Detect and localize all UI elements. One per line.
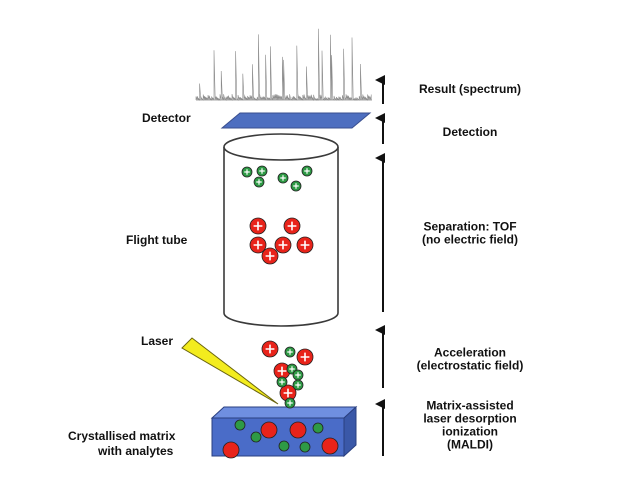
stage-label-line: laser desorption (423, 412, 516, 426)
stage-label-line: Matrix-assisted (426, 399, 513, 413)
flight-tube-label: Flight tube (126, 233, 188, 247)
large-ion (249, 236, 267, 254)
small-ion (292, 379, 304, 391)
small-ion (292, 369, 304, 381)
large-ion (249, 217, 267, 235)
plus-sign-icon (278, 240, 288, 250)
large-ion (261, 340, 279, 358)
matrix-label-line2: with analytes (97, 444, 174, 458)
matrix-analyte-small (278, 440, 290, 452)
plus-sign-icon (277, 366, 287, 376)
plus-sign-icon (293, 183, 299, 189)
plus-sign-icon (280, 175, 286, 181)
matrix-analyte-small (312, 422, 324, 434)
plus-sign-icon (283, 388, 293, 398)
laser-label: Laser (141, 334, 173, 348)
matrix-analyte-small (234, 419, 246, 431)
small-ion (301, 165, 313, 177)
plus-sign-icon (304, 168, 310, 174)
stage-label-line: Detection (443, 125, 498, 139)
stage-label-line: (no electric field) (422, 233, 518, 247)
small-ion (290, 180, 302, 192)
stage-label-line: (electrostatic field) (417, 359, 524, 373)
matrix-label-line1: Crystallised matrix (68, 429, 176, 443)
small-ion (241, 166, 253, 178)
small-ion (284, 397, 296, 409)
plus-sign-icon (253, 240, 263, 250)
detector-plate (220, 112, 372, 129)
small-ion (256, 165, 268, 177)
large-ion (296, 236, 314, 254)
matrix-analyte-large (222, 441, 240, 459)
laser-beam (181, 337, 279, 405)
large-ion (261, 247, 279, 265)
plus-sign-icon (300, 352, 310, 362)
ions-layer (222, 165, 339, 459)
matrix-analyte-small (250, 431, 262, 443)
stage-label-line: (MALDI) (447, 438, 493, 452)
plus-sign-icon (244, 169, 250, 175)
stage-label-line: Result (spectrum) (419, 82, 521, 96)
matrix-analyte-small (299, 441, 311, 453)
plus-sign-icon (295, 382, 301, 388)
stage-label-line: ionization (442, 425, 498, 439)
plus-sign-icon (259, 168, 265, 174)
small-ion (277, 172, 289, 184)
matrix-analyte-large (321, 437, 339, 455)
spectrum-trace (195, 28, 372, 102)
matrix-block (210, 405, 358, 458)
plus-sign-icon (289, 366, 295, 372)
plus-sign-icon (300, 240, 310, 250)
stage-label-line: Acceleration (434, 346, 506, 360)
flight-tube (223, 133, 339, 327)
large-ion (274, 236, 292, 254)
plus-sign-icon (256, 179, 262, 185)
stage-label-line: Separation: TOF (423, 220, 516, 234)
small-ion (276, 376, 288, 388)
detector-label: Detector (142, 111, 191, 125)
plus-sign-icon (253, 221, 263, 231)
plus-sign-icon (295, 372, 301, 378)
plus-sign-icon (287, 349, 293, 355)
matrix-analyte-large (260, 421, 278, 439)
mass-spectrum-plot (195, 28, 372, 102)
plus-sign-icon (287, 221, 297, 231)
plus-sign-icon (279, 379, 285, 385)
plus-sign-icon (265, 344, 275, 354)
plus-sign-icon (265, 251, 275, 261)
matrix-analyte-large (289, 421, 307, 439)
large-ion (283, 217, 301, 235)
small-ion (284, 346, 296, 358)
small-ion (253, 176, 265, 188)
large-ion (296, 348, 314, 366)
plus-sign-icon (287, 400, 293, 406)
